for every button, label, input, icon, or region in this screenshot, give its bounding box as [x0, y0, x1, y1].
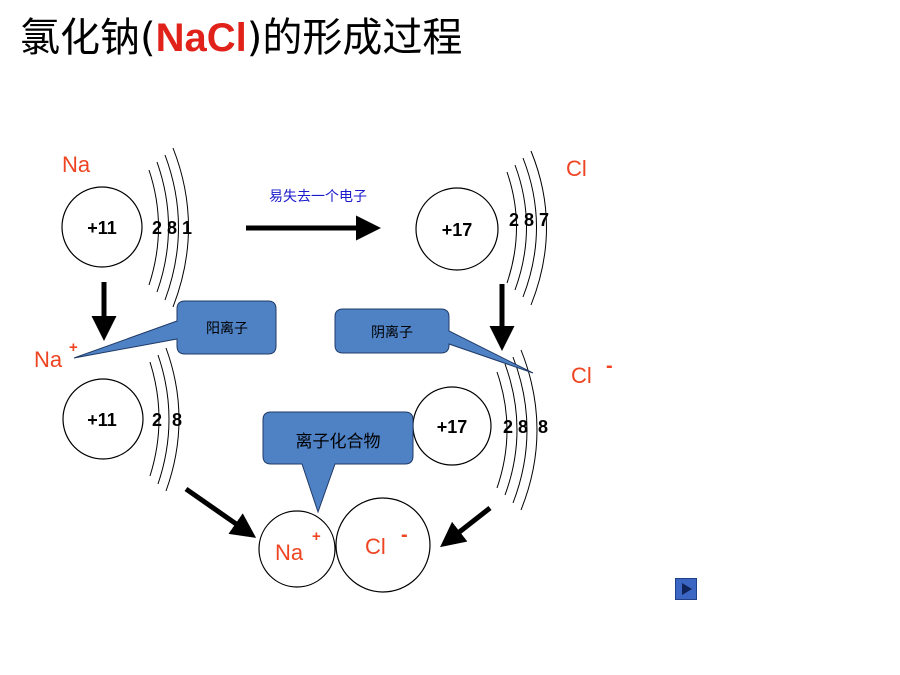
na-to-product-arrow	[184, 486, 257, 538]
cl-ion-shell-arcs	[496, 349, 538, 511]
cl-ion-shells: 2 8 8	[503, 417, 548, 437]
callout-compound-text: 离子化合物	[296, 432, 381, 452]
na-atom-label: Na	[62, 152, 91, 177]
play-button[interactable]	[675, 578, 697, 600]
na-atom-shells: 2 8 1	[152, 218, 192, 238]
na-atom-nucleus-circle	[61, 186, 143, 268]
na-ion-label: Na	[34, 347, 63, 372]
na-atom-shell-arcs	[148, 147, 189, 308]
cl-atom-shells: 2 8 7	[509, 210, 549, 230]
na-ion-nucleus-charge: +11	[87, 410, 117, 430]
product-cl-charge: -	[401, 524, 408, 546]
callout-cation: 阳离子	[73, 300, 277, 359]
callout-cation-text: 阳离子	[206, 320, 248, 337]
na-ion-shell-arcs	[149, 347, 180, 492]
cl-atom: Cl +17 2 8 7	[415, 150, 587, 306]
na-atom: Na +11 2 8 1	[61, 147, 192, 308]
callout-anion-shape	[334, 308, 534, 374]
cl-ion-charge: -	[606, 355, 613, 377]
na-atom-nucleus-charge: +11	[87, 218, 117, 238]
cl-to-product-arrow	[440, 506, 492, 548]
title-formula: NaCl	[155, 16, 247, 60]
na-ion-nucleus-circle	[62, 378, 144, 460]
na-ion: Na + +11 2 8	[34, 339, 182, 492]
cl-ion-nucleus-charge: +17	[437, 417, 468, 437]
product-na-charge: +	[312, 528, 321, 545]
cl-atom-label: Cl	[566, 156, 587, 181]
cl-atom-shell-arcs	[506, 150, 547, 306]
cl-ion-label: Cl	[571, 363, 592, 388]
cl-atom-nucleus-circle	[415, 187, 499, 271]
product-na-circle	[258, 510, 336, 588]
title-pre: 氯化钠(	[20, 15, 156, 61]
callout-compound: 离子化合物	[262, 411, 414, 514]
callout-compound-shape	[262, 411, 414, 514]
product-na-label: Na	[275, 540, 304, 565]
na-ion-charge: +	[69, 339, 78, 356]
na-ion-shells: 2 8	[152, 410, 182, 430]
cl-ion: Cl - +17 2 8 8	[412, 349, 613, 511]
nacl-product: Na + Cl -	[258, 497, 431, 593]
transfer-label: 易失去一个电子	[269, 189, 367, 205]
play-icon	[682, 583, 692, 595]
product-cl-label: Cl	[365, 534, 386, 559]
cl-atom-nucleus-charge: +17	[442, 220, 473, 240]
callout-anion-text: 阴离子	[371, 324, 413, 341]
callout-cation-shape	[73, 300, 277, 359]
product-cl-circle	[335, 497, 431, 593]
title-post: )的形成过程	[246, 15, 463, 61]
callout-anion: 阴离子	[334, 308, 534, 374]
slide-title: 氯化钠(NaCl)的形成过程	[20, 10, 462, 66]
